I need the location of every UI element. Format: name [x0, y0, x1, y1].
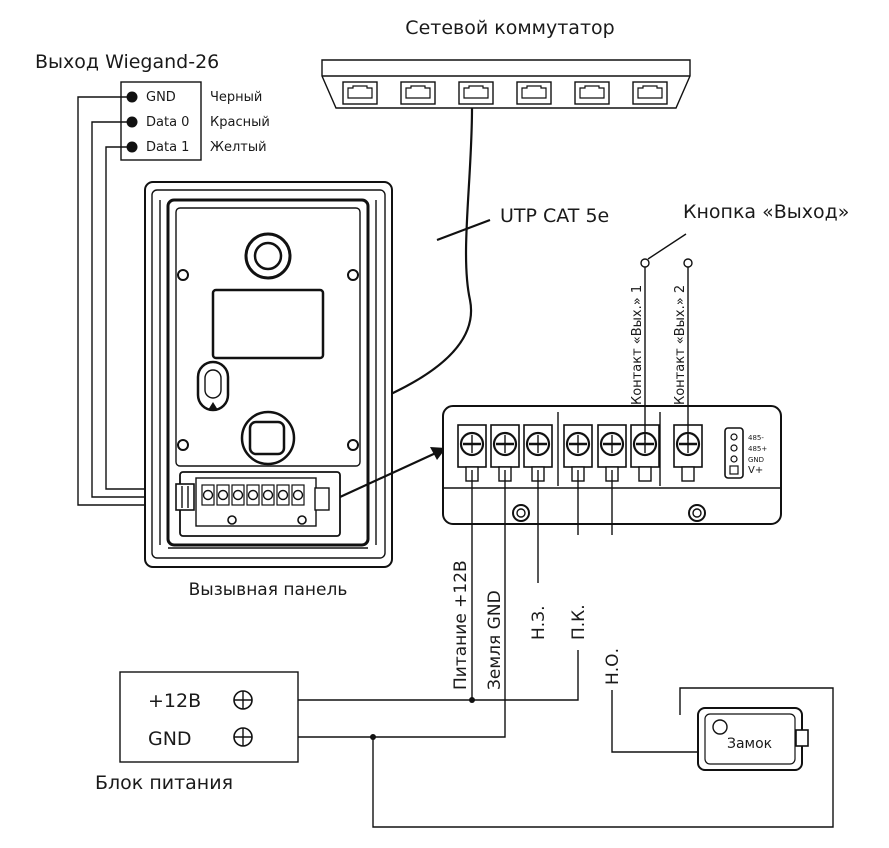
detail-arrow — [339, 451, 439, 498]
exit-button-title: Кнопка «Выход» — [683, 201, 849, 223]
wire-label-power: Питание +12В — [451, 560, 471, 690]
wiegand-wire-color: Красный — [210, 115, 270, 130]
wiegand-wire-color: Черный — [210, 90, 262, 105]
wiegand-title: Выход Wiegand-26 — [35, 51, 219, 73]
wiegand-pin-label: Data 1 — [146, 140, 189, 155]
wire-label-common: П.К. — [569, 604, 589, 640]
wiegand-wire-color: Желтый — [210, 140, 267, 155]
wiegand-connector — [120, 81, 202, 161]
terminal-pin-label: GND — [748, 456, 764, 464]
exit-contact-1-label: Контакт «Вых.» 1 — [630, 285, 645, 405]
utp-cable-leader — [436, 218, 491, 242]
terminal-screw-icon — [457, 424, 487, 482]
terminal-pin-label: 485+ — [748, 445, 767, 453]
wire-wiegand-data1 — [105, 146, 180, 490]
wire-label-no: Н.О. — [603, 648, 623, 685]
switch-title: Сетевой коммутатор — [405, 17, 614, 39]
exit-contact-2-label: Контакт «Вых.» 2 — [673, 285, 688, 405]
wiegand-pin-label: Data 0 — [146, 115, 189, 130]
utp-cable — [285, 107, 474, 446]
wire-label-nc: Н.З. — [529, 606, 549, 641]
exit-button-switch — [640, 233, 693, 440]
switch-port-icon — [342, 81, 378, 105]
panel-terminal-icon — [231, 484, 245, 506]
terminal-screw-icon — [563, 424, 593, 482]
wire-lock-return — [372, 687, 834, 828]
switch-port-icon — [574, 81, 610, 105]
panel-terminal-icon — [216, 484, 230, 506]
wiegand-pin-label: GND — [146, 90, 176, 105]
terminal-pin-label: V+ — [748, 465, 763, 476]
terminal-screw-icon — [597, 424, 627, 482]
wire-wiegand-data0 — [91, 121, 180, 498]
switch-port-icon — [632, 81, 668, 105]
terminal-screw-icon — [673, 424, 703, 482]
panel-terminal-icon — [261, 484, 275, 506]
switch-port-icon — [516, 81, 552, 105]
junction-power — [469, 697, 475, 703]
terminal-pin-label: 485- — [748, 434, 764, 442]
network-switch — [321, 59, 691, 109]
junction-ground — [370, 734, 376, 740]
terminal-screw-icon — [630, 424, 660, 482]
terminal-block — [442, 405, 782, 525]
psu-plus-label: +12В — [148, 690, 201, 712]
wire-no — [611, 470, 705, 753]
lock-label: Замок — [727, 736, 772, 752]
wire-common — [472, 470, 579, 701]
call-panel — [144, 181, 393, 568]
wire-ground — [250, 470, 506, 738]
psu-terminal-plus-icon — [233, 690, 253, 710]
lock — [697, 707, 809, 771]
psu-terminal-gnd-icon — [233, 727, 253, 747]
switch-port-icon — [458, 81, 494, 105]
panel-terminal-icon — [201, 484, 215, 506]
utp-cable-label: UTP CAT 5e — [500, 205, 609, 227]
terminal-screw-icon — [490, 424, 520, 482]
wire-label-ground: Земля GND — [485, 590, 505, 690]
psu-title: Блок питания — [95, 772, 233, 794]
power-supply — [119, 671, 299, 763]
call-panel-label: Вызывная панель — [189, 580, 348, 600]
switch-port-icon — [400, 81, 436, 105]
panel-terminal-icon — [246, 484, 260, 506]
panel-terminal-icon — [291, 484, 305, 506]
panel-terminal-icon — [276, 484, 290, 506]
psu-gnd-label: GND — [148, 728, 192, 750]
wire-wiegand-gnd — [77, 96, 180, 506]
